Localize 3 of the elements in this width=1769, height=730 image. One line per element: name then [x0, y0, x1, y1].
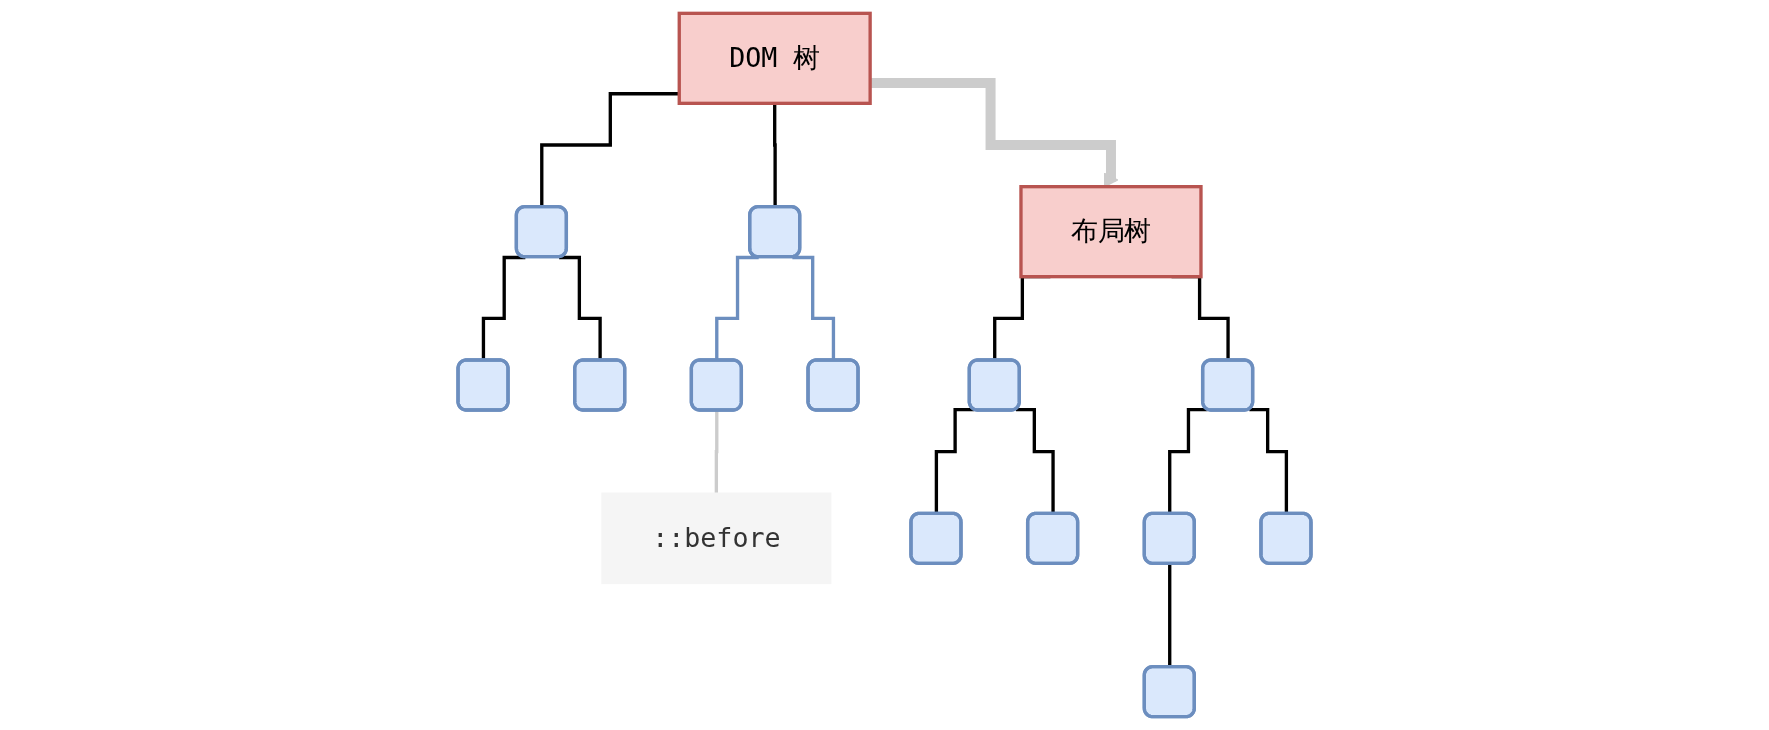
- node-box: 布局树: [1019, 185, 1203, 279]
- node-box: DOM 树: [677, 11, 872, 105]
- node-box: ::before: [601, 492, 832, 585]
